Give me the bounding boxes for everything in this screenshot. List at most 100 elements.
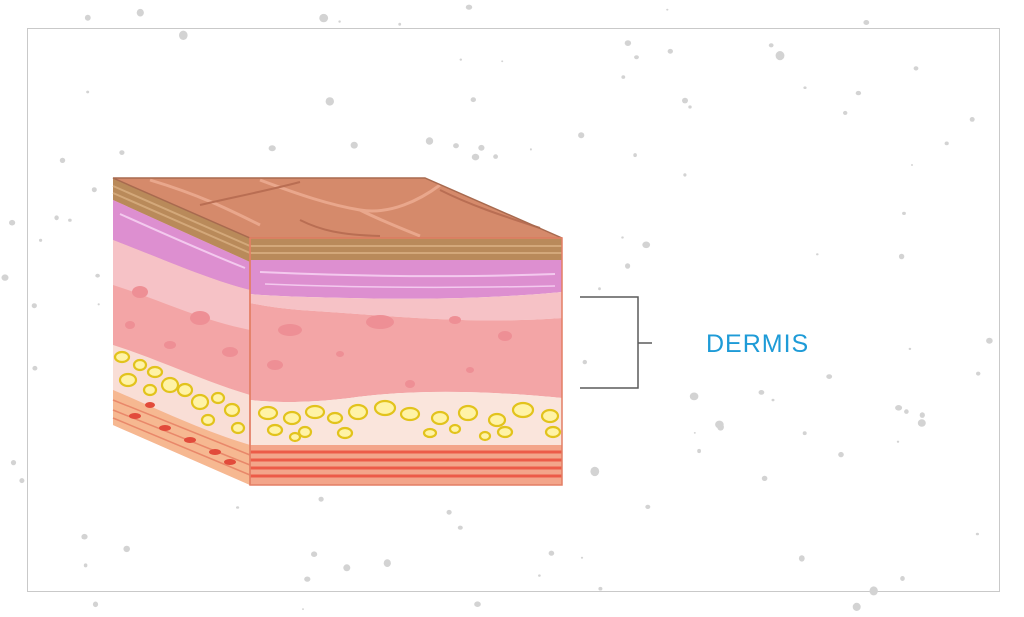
speckle [843, 110, 848, 115]
speckle [311, 551, 318, 557]
speckle [338, 20, 341, 23]
speckle [986, 337, 993, 344]
fat-cell [478, 430, 492, 442]
speckle [119, 150, 125, 156]
speckle [625, 263, 631, 269]
speckle [501, 60, 504, 63]
speckle [10, 460, 17, 466]
fat-cell [399, 406, 421, 422]
speckle [642, 241, 651, 249]
speckle [902, 211, 906, 215]
fat-cell [540, 408, 560, 424]
fat-cell [146, 365, 164, 379]
speckle [83, 563, 88, 568]
fat-cell [422, 427, 438, 439]
speckle [32, 365, 38, 371]
speckle [898, 253, 905, 260]
speckle [758, 390, 765, 395]
speckle [919, 412, 925, 418]
skin-cube [112, 177, 563, 486]
speckle [459, 58, 462, 61]
fat-cell [326, 411, 344, 425]
speckle [852, 602, 861, 612]
fat-cell [142, 383, 158, 397]
speckle [39, 238, 43, 242]
speckle [976, 371, 981, 376]
speckle [136, 8, 144, 17]
speckle [398, 22, 402, 26]
fat-cell [132, 358, 148, 372]
speckle [425, 137, 434, 145]
speckle [917, 419, 926, 427]
speckle [771, 398, 775, 402]
speckle [529, 148, 532, 151]
speckle [580, 556, 584, 559]
speckle [803, 86, 807, 89]
fat-cell [266, 423, 284, 437]
fat-cell [210, 391, 226, 405]
diagram-frame [27, 28, 1000, 592]
speckle [465, 4, 473, 10]
speckle [621, 75, 626, 79]
speckle [304, 576, 311, 582]
fat-cell [448, 423, 462, 435]
speckle [383, 559, 391, 567]
speckle [325, 97, 334, 106]
fat-cell [430, 410, 450, 426]
speckle [904, 409, 909, 414]
speckle [667, 48, 673, 54]
speckle [683, 173, 687, 177]
fat-cell [160, 376, 180, 394]
speckle [268, 145, 276, 152]
fat-cell [487, 412, 507, 428]
speckle [666, 8, 669, 11]
fat-cell [347, 403, 369, 421]
speckle [975, 532, 980, 536]
speckle [624, 40, 632, 46]
speckle [446, 509, 452, 515]
fat-cell [113, 350, 131, 364]
background-speckles [1, 4, 993, 612]
speckle [697, 448, 701, 454]
speckle [895, 405, 903, 411]
speckle [19, 478, 25, 484]
fat-cell [336, 426, 354, 440]
cube-front-face [249, 237, 563, 486]
speckle [86, 90, 90, 94]
speckle [84, 14, 91, 21]
speckle [236, 506, 240, 509]
speckle [634, 55, 639, 60]
speckle [582, 359, 587, 365]
speckle [633, 153, 637, 158]
speckle [761, 475, 768, 481]
speckle [826, 374, 833, 379]
speckle [470, 97, 476, 103]
speckle [92, 601, 99, 608]
speckle [900, 576, 905, 581]
cube-left-face [112, 178, 251, 485]
speckle [318, 496, 324, 502]
speckle [319, 13, 329, 23]
speckle [798, 555, 805, 562]
speckle [863, 20, 870, 25]
speckle [343, 564, 351, 572]
speckle [81, 536, 85, 540]
speckle [910, 164, 914, 166]
speckle [471, 153, 480, 161]
fat-cell [200, 413, 216, 427]
speckle [682, 97, 688, 104]
speckle [578, 132, 585, 139]
speckle [838, 451, 844, 458]
fat-cell [288, 431, 302, 443]
speckle [59, 157, 66, 163]
speckle [179, 30, 188, 40]
speckle [538, 574, 541, 577]
speckle [302, 608, 304, 610]
fat-cell [511, 401, 535, 419]
speckle [474, 601, 481, 607]
fat-cell [297, 425, 313, 439]
fat-cell [176, 382, 194, 398]
fat-cell [373, 399, 397, 417]
